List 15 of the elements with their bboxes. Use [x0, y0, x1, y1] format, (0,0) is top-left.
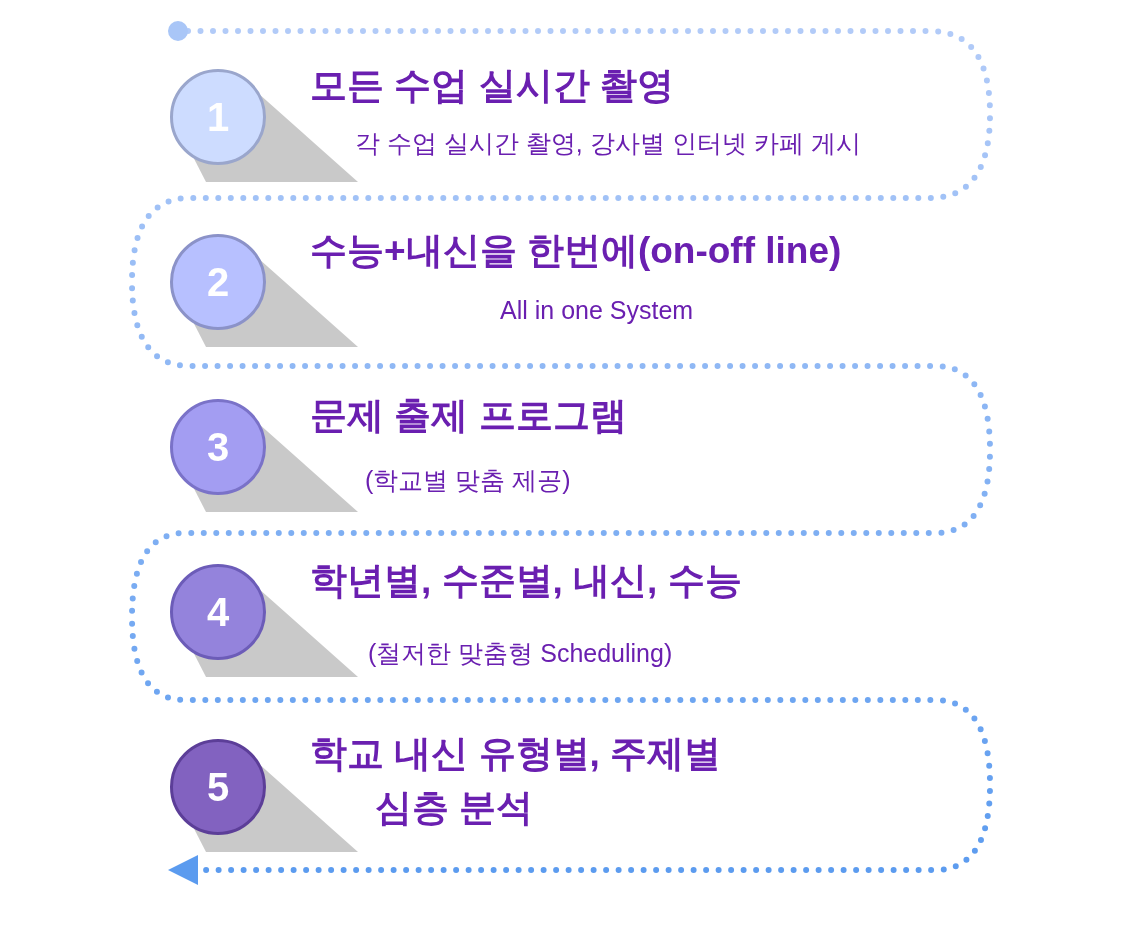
step-number: 3 [206, 427, 230, 467]
step-heading: 수능+내신을 한번에(on-off line) [310, 229, 842, 273]
step-description: (철저한 맞춤형 Scheduling) [368, 638, 673, 668]
step-heading: 모든 수업 실시간 촬영 [310, 64, 674, 108]
step-heading: 학년별, 수준별, 내신, 수능 [310, 559, 742, 603]
step-number: 4 [206, 592, 230, 632]
step-description: All in one System [500, 295, 694, 325]
start-dot [168, 21, 188, 41]
step-heading: 학교 내신 유형별, 주제별 심층 분석 [310, 732, 723, 830]
step-number: 2 [206, 262, 230, 302]
step-description: 각 수업 실시간 촬영, 강사별 인터넷 카페 게시 [355, 128, 861, 158]
step-number: 5 [206, 767, 230, 807]
dotted-arrow [129, 28, 993, 885]
step-heading: 문제 출제 프로그램 [310, 394, 627, 438]
step-description: (학교별 맞춤 제공) [365, 465, 571, 495]
